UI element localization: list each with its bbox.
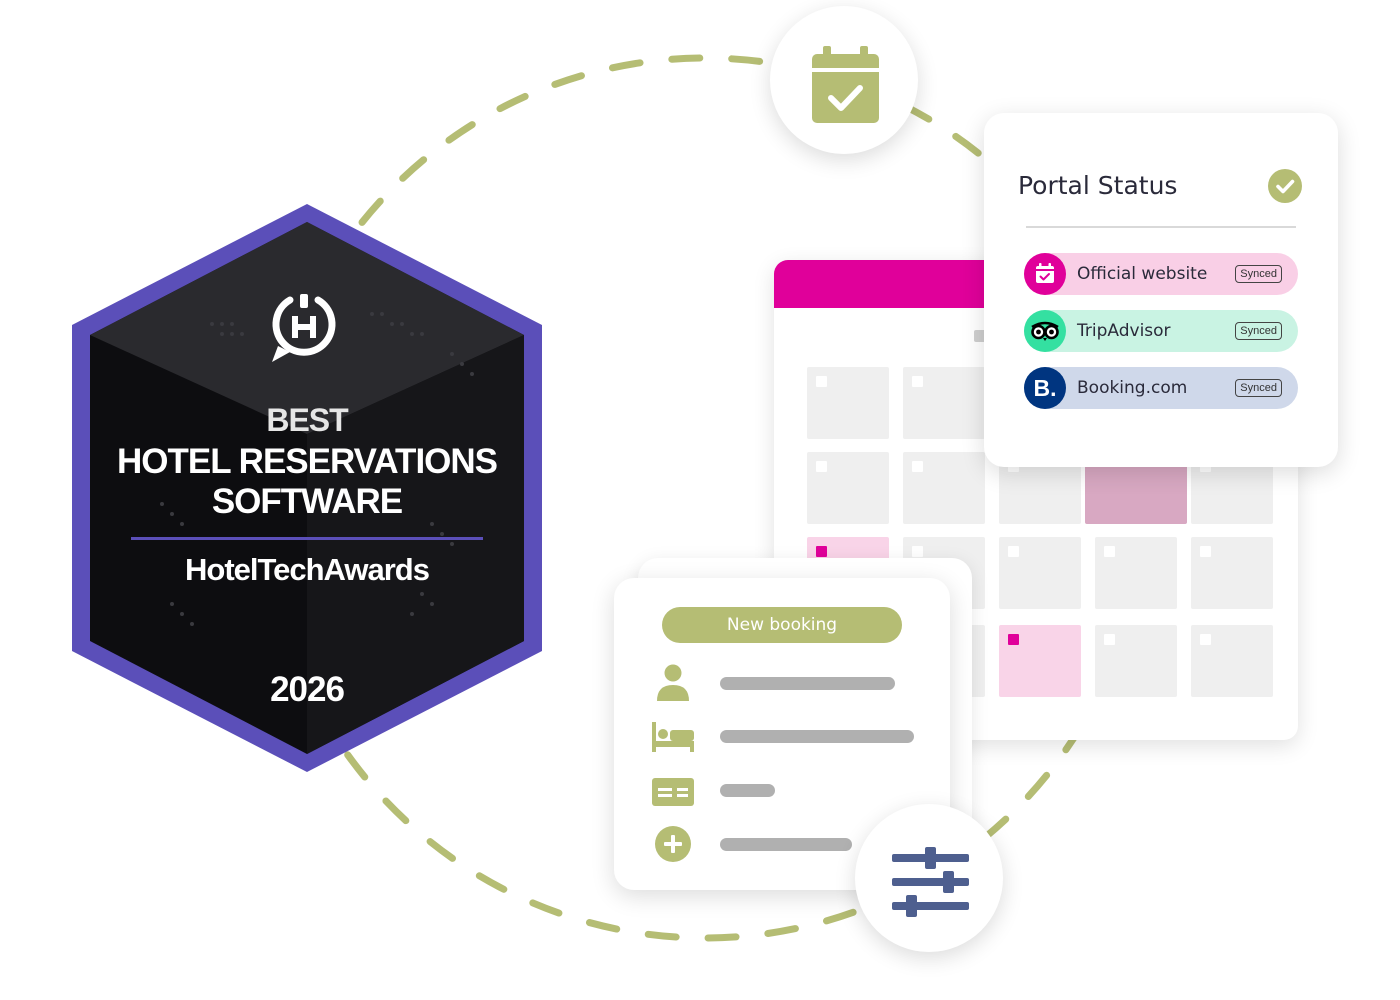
calendar-cell[interactable] bbox=[999, 625, 1081, 697]
settings-sliders-button[interactable] bbox=[855, 804, 1003, 952]
calendar-cell[interactable] bbox=[1095, 537, 1177, 609]
calendar-cell-marker bbox=[1104, 546, 1115, 557]
calendar-cell[interactable] bbox=[807, 452, 889, 524]
calendar-cell-marker bbox=[1104, 634, 1115, 645]
award-line-category: HOTEL RESERVATIONS bbox=[116, 442, 498, 481]
calendar-cell[interactable] bbox=[903, 452, 985, 524]
award-badge: BEST HOTEL RESERVATIONS SOFTWARE HotelTe… bbox=[72, 204, 542, 772]
calendar-cell[interactable] bbox=[1191, 537, 1273, 609]
bed-icon bbox=[650, 718, 696, 758]
portal-row-label: TripAdvisor bbox=[1077, 321, 1171, 341]
booking-logo-icon: B. bbox=[1024, 367, 1066, 409]
extras-placeholder bbox=[720, 838, 852, 851]
id-card-icon bbox=[650, 772, 696, 812]
calendar-cell-marker bbox=[1200, 634, 1211, 645]
calendar-cell[interactable] bbox=[903, 367, 985, 439]
user-icon bbox=[650, 662, 696, 702]
portal-row-label: Official website bbox=[1077, 264, 1208, 284]
portal-row-booking-com[interactable]: B. Booking.com Synced bbox=[1024, 367, 1298, 409]
calendar-cell-marker bbox=[912, 376, 923, 387]
portal-row-official-website[interactable]: Official website Synced bbox=[1024, 253, 1298, 295]
calendar-cell[interactable] bbox=[1095, 625, 1177, 697]
calendar-check-button[interactable] bbox=[770, 6, 918, 154]
award-line-software: SOFTWARE bbox=[211, 482, 403, 521]
calendar-check-icon bbox=[812, 46, 879, 123]
booking-logo-text: B. bbox=[1033, 375, 1057, 401]
calendar-cell-marker bbox=[1200, 546, 1211, 557]
portal-divider bbox=[1026, 226, 1296, 228]
calendar-cell-marker bbox=[1008, 634, 1019, 645]
calendar-cell-marker bbox=[816, 546, 827, 557]
status-badge: Synced bbox=[1235, 322, 1282, 340]
new-booking-button[interactable]: New booking bbox=[662, 607, 902, 643]
portal-row-tripadvisor[interactable]: TripAdvisor Synced bbox=[1024, 310, 1298, 352]
calendar-cell-marker bbox=[816, 376, 827, 387]
award-year: 2026 bbox=[270, 670, 345, 709]
portal-status-card: Portal Status Official website Synced bbox=[984, 113, 1338, 467]
calendar-cell-marker bbox=[816, 461, 827, 472]
room-placeholder bbox=[720, 730, 914, 743]
payment-placeholder bbox=[720, 784, 775, 797]
guest-name-placeholder bbox=[720, 677, 895, 690]
calendar-cell-marker bbox=[1008, 546, 1019, 557]
status-badge: Synced bbox=[1235, 379, 1282, 397]
calendar-check-icon bbox=[1024, 253, 1066, 295]
calendar-cell[interactable] bbox=[999, 537, 1081, 609]
calendar-cell-marker bbox=[912, 546, 923, 557]
tripadvisor-owl-icon bbox=[1024, 310, 1066, 352]
check-icon bbox=[1268, 169, 1302, 203]
calendar-cell[interactable] bbox=[807, 367, 889, 439]
calendar-cell[interactable] bbox=[1191, 625, 1273, 697]
sliders-icon bbox=[892, 847, 969, 917]
hoteltech-logo-icon bbox=[268, 292, 340, 364]
award-line-best: BEST bbox=[266, 402, 348, 438]
award-brand: HotelTechAwards bbox=[185, 552, 430, 587]
calendar-cell-marker bbox=[912, 461, 923, 472]
plus-icon[interactable] bbox=[650, 824, 696, 864]
status-badge: Synced bbox=[1235, 265, 1282, 283]
portal-title: Portal Status bbox=[1018, 171, 1178, 200]
portal-row-label: Booking.com bbox=[1077, 378, 1188, 398]
